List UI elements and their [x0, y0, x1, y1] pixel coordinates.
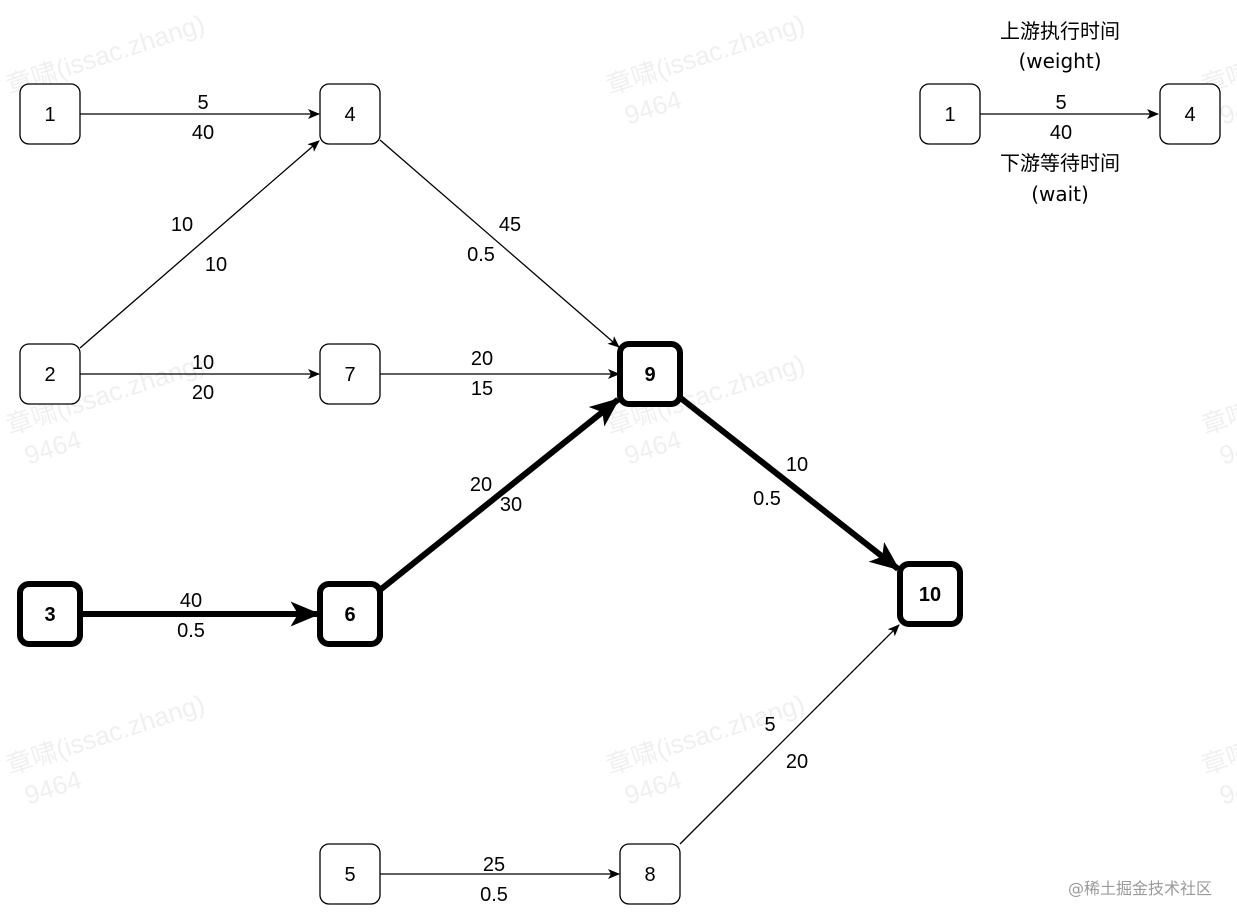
node-5-label: 5: [344, 864, 355, 886]
legend-edge-weight: 5: [1055, 92, 1066, 114]
node-8: 8: [619, 843, 681, 905]
node-8-label: 8: [644, 864, 655, 886]
edge-2-7-weight: 10: [192, 352, 214, 374]
edge-2-4-weight: 10: [171, 214, 193, 236]
edge-4-9-weight: 45: [499, 214, 521, 236]
watermark-name: 章啸(issac.zhang): [1198, 688, 1237, 780]
node-3: 3: [17, 581, 83, 647]
node-2-label: 2: [44, 364, 55, 386]
node-3-box: [17, 581, 83, 647]
node-7-label: 7: [344, 364, 355, 386]
node-9: 9: [617, 341, 683, 407]
node-8-box: [619, 843, 681, 905]
legend-upstream-subtitle: (weight): [1018, 49, 1101, 73]
edge-6-9-weight: 20: [470, 474, 492, 496]
watermark: 章啸(issac.zhang)9464: [1198, 688, 1237, 810]
node-6-label: 6: [344, 604, 355, 626]
node-5-box: [319, 843, 381, 905]
edge-8-10-wait: 20: [786, 751, 808, 773]
legend-downstream-subtitle: (wait): [1031, 182, 1089, 206]
edge-2-4: [79, 140, 320, 349]
edge-6-9: [378, 397, 620, 593]
node-7-box: [319, 343, 381, 405]
node-9-box: [617, 341, 683, 407]
edge-5-8-wait: 0.5: [480, 884, 508, 906]
node-4-label: 4: [344, 104, 355, 126]
edge-6-9-wait: 30: [500, 494, 522, 516]
node-3-label: 3: [44, 604, 55, 626]
legend: 上游执行时间 (weight) 5 40 1 4 下游等待时间 (wait): [919, 19, 1221, 206]
node-6-box: [317, 581, 383, 647]
node-10-box: [897, 561, 963, 627]
node-10: 10: [897, 561, 963, 627]
edge-8-10: [679, 624, 900, 845]
node-10-label: 10: [919, 584, 941, 606]
footer-credit: @稀土掘金技术社区: [1068, 879, 1212, 898]
node-2: 2: [19, 343, 81, 405]
edge-7-9-wait: 15: [471, 378, 493, 400]
legend-downstream-title: 下游等待时间: [1000, 151, 1120, 175]
edge-4-9-wait: 0.5: [467, 244, 495, 266]
watermark: 章啸(issac.zhang)9464: [603, 8, 809, 130]
edge-7-9-weight: 20: [471, 348, 493, 370]
legend-edge-wait: 40: [1050, 122, 1072, 144]
watermark-name: 章啸(issac.zhang): [603, 8, 809, 100]
edge-3-6-weight: 40: [180, 590, 202, 612]
edge-3-6-wait: 0.5: [177, 620, 205, 642]
node-5: 5: [319, 843, 381, 905]
node-1-box: [19, 83, 81, 145]
edge-2-4-wait: 10: [205, 254, 227, 276]
edges-layer: 54010101020450.52015400.52030100.5250.55…: [79, 92, 900, 906]
edge-8-10-weight: 5: [764, 714, 775, 736]
node-7: 7: [319, 343, 381, 405]
watermark-name: 章啸(issac.zhang): [1198, 348, 1237, 440]
edge-9-10: [678, 395, 900, 572]
edge-1-4-weight: 5: [197, 92, 208, 114]
edge-5-8-weight: 25: [483, 854, 505, 876]
node-9-label: 9: [644, 364, 655, 386]
node-6: 6: [317, 581, 383, 647]
watermark: 章啸(issac.zhang)9464: [1198, 348, 1237, 470]
node-4-box: [319, 83, 381, 145]
watermark-name: 章啸(issac.zhang): [3, 688, 209, 780]
legend-node-from: [919, 83, 981, 145]
legend-node-from-label: 1: [944, 104, 955, 126]
legend-upstream-title: 上游执行时间: [1000, 19, 1120, 43]
legend-node-to: [1159, 83, 1221, 145]
node-1-label: 1: [44, 104, 55, 126]
edge-4-9: [379, 139, 620, 348]
node-4: 4: [319, 83, 381, 145]
legend-node-to-label: 4: [1184, 104, 1195, 126]
edge-9-10-wait: 0.5: [753, 488, 781, 510]
edge-2-7-wait: 20: [192, 382, 214, 404]
edge-9-10-weight: 10: [786, 454, 808, 476]
watermark-name: 章啸(issac.zhang): [603, 688, 809, 780]
edge-1-4-wait: 40: [192, 122, 214, 144]
node-1: 1: [19, 83, 81, 145]
watermark: 章啸(issac.zhang)9464: [3, 688, 209, 810]
node-2-box: [19, 343, 81, 405]
